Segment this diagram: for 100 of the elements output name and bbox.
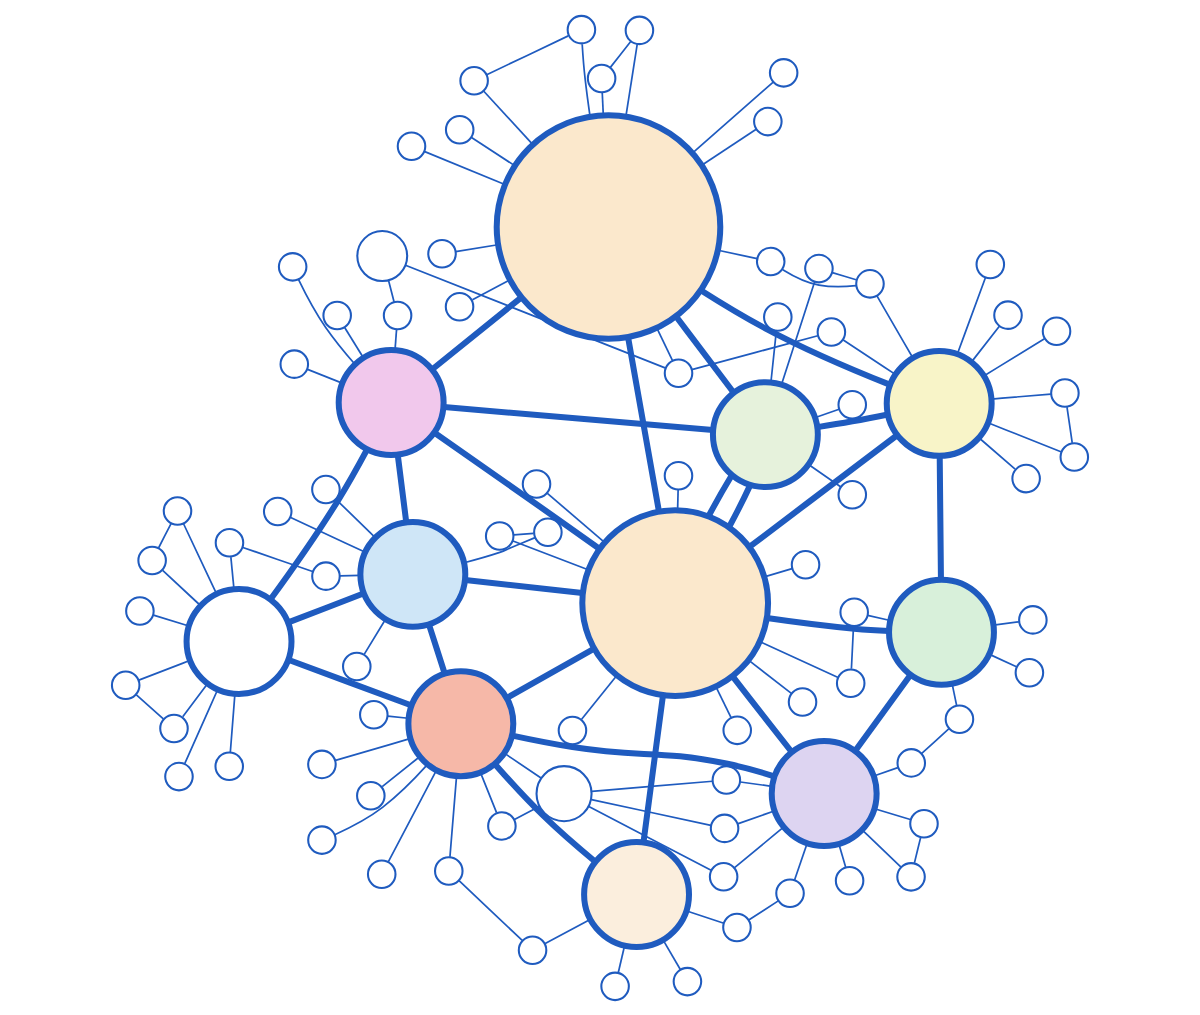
- node-person: [886, 576, 997, 688]
- connector: [793, 842, 808, 881]
- connector: [343, 326, 365, 358]
- node-circle: [722, 912, 752, 942]
- connector: [333, 763, 429, 836]
- connector: [242, 546, 314, 572]
- connector: [394, 328, 398, 351]
- connector: [426, 623, 448, 675]
- connector: [808, 463, 842, 488]
- connector: [297, 277, 356, 365]
- connector: [701, 127, 758, 166]
- connector: [780, 280, 816, 385]
- node-circle: [722, 715, 752, 745]
- node-circle: [896, 747, 927, 778]
- connector: [625, 42, 639, 117]
- connector: [699, 287, 891, 387]
- node-circle: [1014, 657, 1045, 687]
- connector: [181, 682, 209, 718]
- node-circle: [214, 527, 245, 558]
- connector: [691, 80, 775, 154]
- node-circle: [1011, 463, 1041, 493]
- connector: [739, 780, 773, 787]
- node-circle: [839, 596, 869, 627]
- node-circle: [277, 251, 308, 282]
- connector: [287, 656, 413, 708]
- connector: [306, 368, 343, 384]
- connector: [430, 294, 524, 372]
- node-circle: [444, 291, 475, 321]
- connector: [229, 693, 236, 753]
- node-circle: [975, 249, 1006, 279]
- connector: [485, 34, 570, 76]
- node-circle: [307, 749, 337, 779]
- node-circle: [382, 300, 413, 330]
- connector: [717, 248, 758, 259]
- node-circle: [763, 301, 793, 332]
- connector: [543, 918, 591, 945]
- node-circle: [125, 595, 155, 626]
- connector: [511, 732, 776, 779]
- node-circle: [837, 479, 868, 510]
- connector: [763, 567, 793, 578]
- node-circle: [366, 859, 397, 889]
- node-person: [335, 346, 447, 458]
- node-circle: [753, 106, 783, 136]
- connector: [433, 430, 602, 551]
- node-circle: [307, 824, 337, 855]
- node-circle: [566, 14, 597, 44]
- connector: [625, 336, 662, 512]
- connector: [609, 40, 632, 68]
- connector: [152, 613, 190, 627]
- connector: [920, 727, 951, 754]
- connector: [513, 805, 540, 820]
- node-circle: [356, 780, 386, 811]
- node-person: [493, 111, 724, 342]
- connector: [1066, 405, 1074, 444]
- connector: [157, 521, 173, 549]
- connector: [601, 91, 605, 116]
- connector: [471, 278, 510, 301]
- node-circle: [624, 15, 655, 45]
- node-circle: [517, 934, 548, 965]
- node-circle: [804, 253, 834, 283]
- connector: [464, 576, 583, 596]
- node-circle: [262, 496, 293, 526]
- connector: [482, 89, 534, 145]
- connector: [640, 694, 666, 842]
- node-circle: [359, 699, 389, 729]
- connector: [334, 737, 411, 761]
- connector: [656, 327, 674, 361]
- connector: [747, 432, 899, 549]
- node-circle: [342, 651, 372, 681]
- connector: [135, 693, 165, 720]
- node-circle: [214, 751, 244, 781]
- connector: [546, 491, 606, 543]
- node-person: [768, 737, 880, 849]
- connector: [492, 761, 598, 864]
- node-circle: [434, 855, 464, 886]
- connector: [268, 447, 370, 601]
- node-circle: [896, 861, 926, 892]
- node-circle: [787, 686, 818, 717]
- node-circle: [521, 468, 552, 499]
- node-circle: [159, 713, 189, 743]
- connector: [987, 421, 1063, 453]
- connector: [766, 614, 889, 634]
- connector: [470, 136, 516, 166]
- connector: [580, 674, 618, 720]
- node-circle: [709, 813, 740, 843]
- connector: [513, 531, 535, 536]
- connector: [443, 403, 714, 433]
- node-circle: [164, 761, 194, 791]
- node-person: [883, 347, 995, 459]
- connector: [503, 752, 542, 779]
- node-person: [405, 667, 517, 779]
- node-circle: [535, 764, 593, 822]
- node-circle: [775, 878, 805, 908]
- node-circle: [1018, 604, 1048, 635]
- connector: [404, 263, 666, 369]
- node-circle: [855, 268, 885, 299]
- connector: [505, 645, 596, 701]
- connector: [913, 835, 922, 864]
- node-circle: [708, 861, 739, 892]
- connector: [817, 411, 889, 430]
